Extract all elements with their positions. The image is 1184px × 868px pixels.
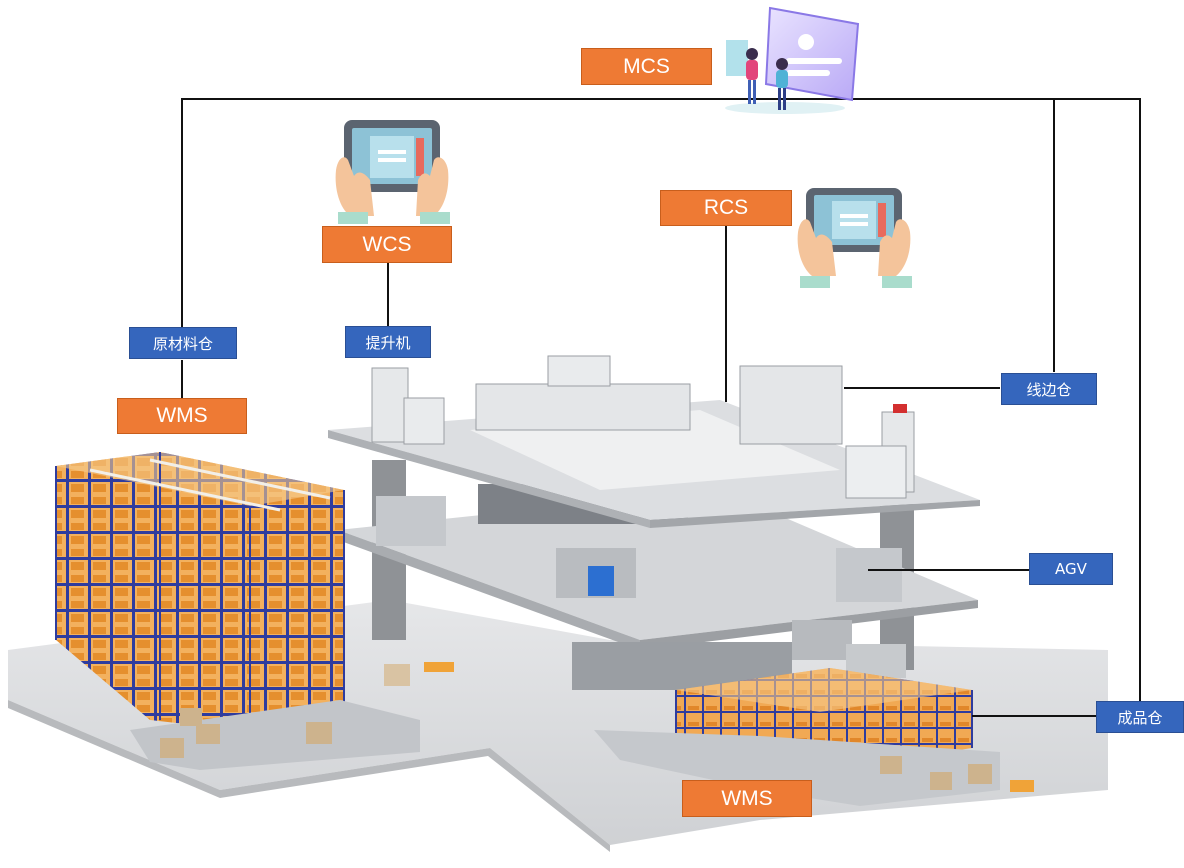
- tablet-hands-icon: [335, 120, 450, 224]
- raw-material-conveyor: [130, 700, 420, 770]
- finished-goods-warehouse-label: 成品仓: [1096, 701, 1184, 733]
- people-dashboard-icon: [725, 6, 860, 114]
- wcs-label: WCS: [322, 226, 452, 263]
- agv-label: AGV: [1029, 553, 1113, 585]
- tablet-hands-icon: [797, 188, 912, 288]
- top-floor: [328, 355, 980, 528]
- raw-material-warehouse-label: 原材料仓: [129, 327, 237, 359]
- mcs-label: MCS: [581, 48, 712, 85]
- finished-goods-rack: [594, 668, 1034, 806]
- line-side-warehouse-label: 线边仓: [1001, 373, 1097, 405]
- wms-label-finished: WMS: [682, 780, 812, 817]
- building-columns: [372, 460, 914, 670]
- wms-label-raw: WMS: [117, 398, 247, 434]
- raw-material-rack: [55, 452, 345, 742]
- rcs-label: RCS: [660, 190, 792, 226]
- hoist-label: 提升机: [345, 326, 431, 358]
- connection-lines: [181, 98, 1141, 717]
